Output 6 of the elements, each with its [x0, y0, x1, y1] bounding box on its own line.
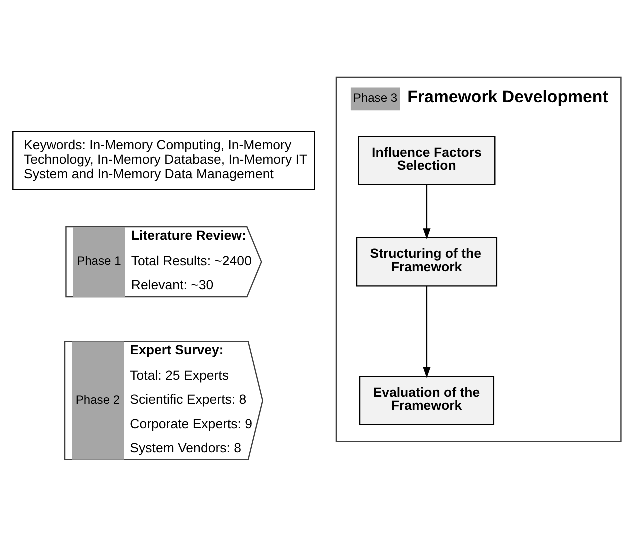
arrow [423, 286, 431, 378]
node-box: Influence Factors Selection [358, 136, 496, 186]
node-box: Keywords: In-Memory Computing, In-Memory Technology, In-Memory Database, In-Memory IT System and In-Memory Data Management [12, 131, 316, 190]
node-box: Evaluation of the Framework [359, 376, 495, 426]
arrow [423, 184, 431, 240]
node-box: Structuring of the Framework [356, 237, 498, 287]
